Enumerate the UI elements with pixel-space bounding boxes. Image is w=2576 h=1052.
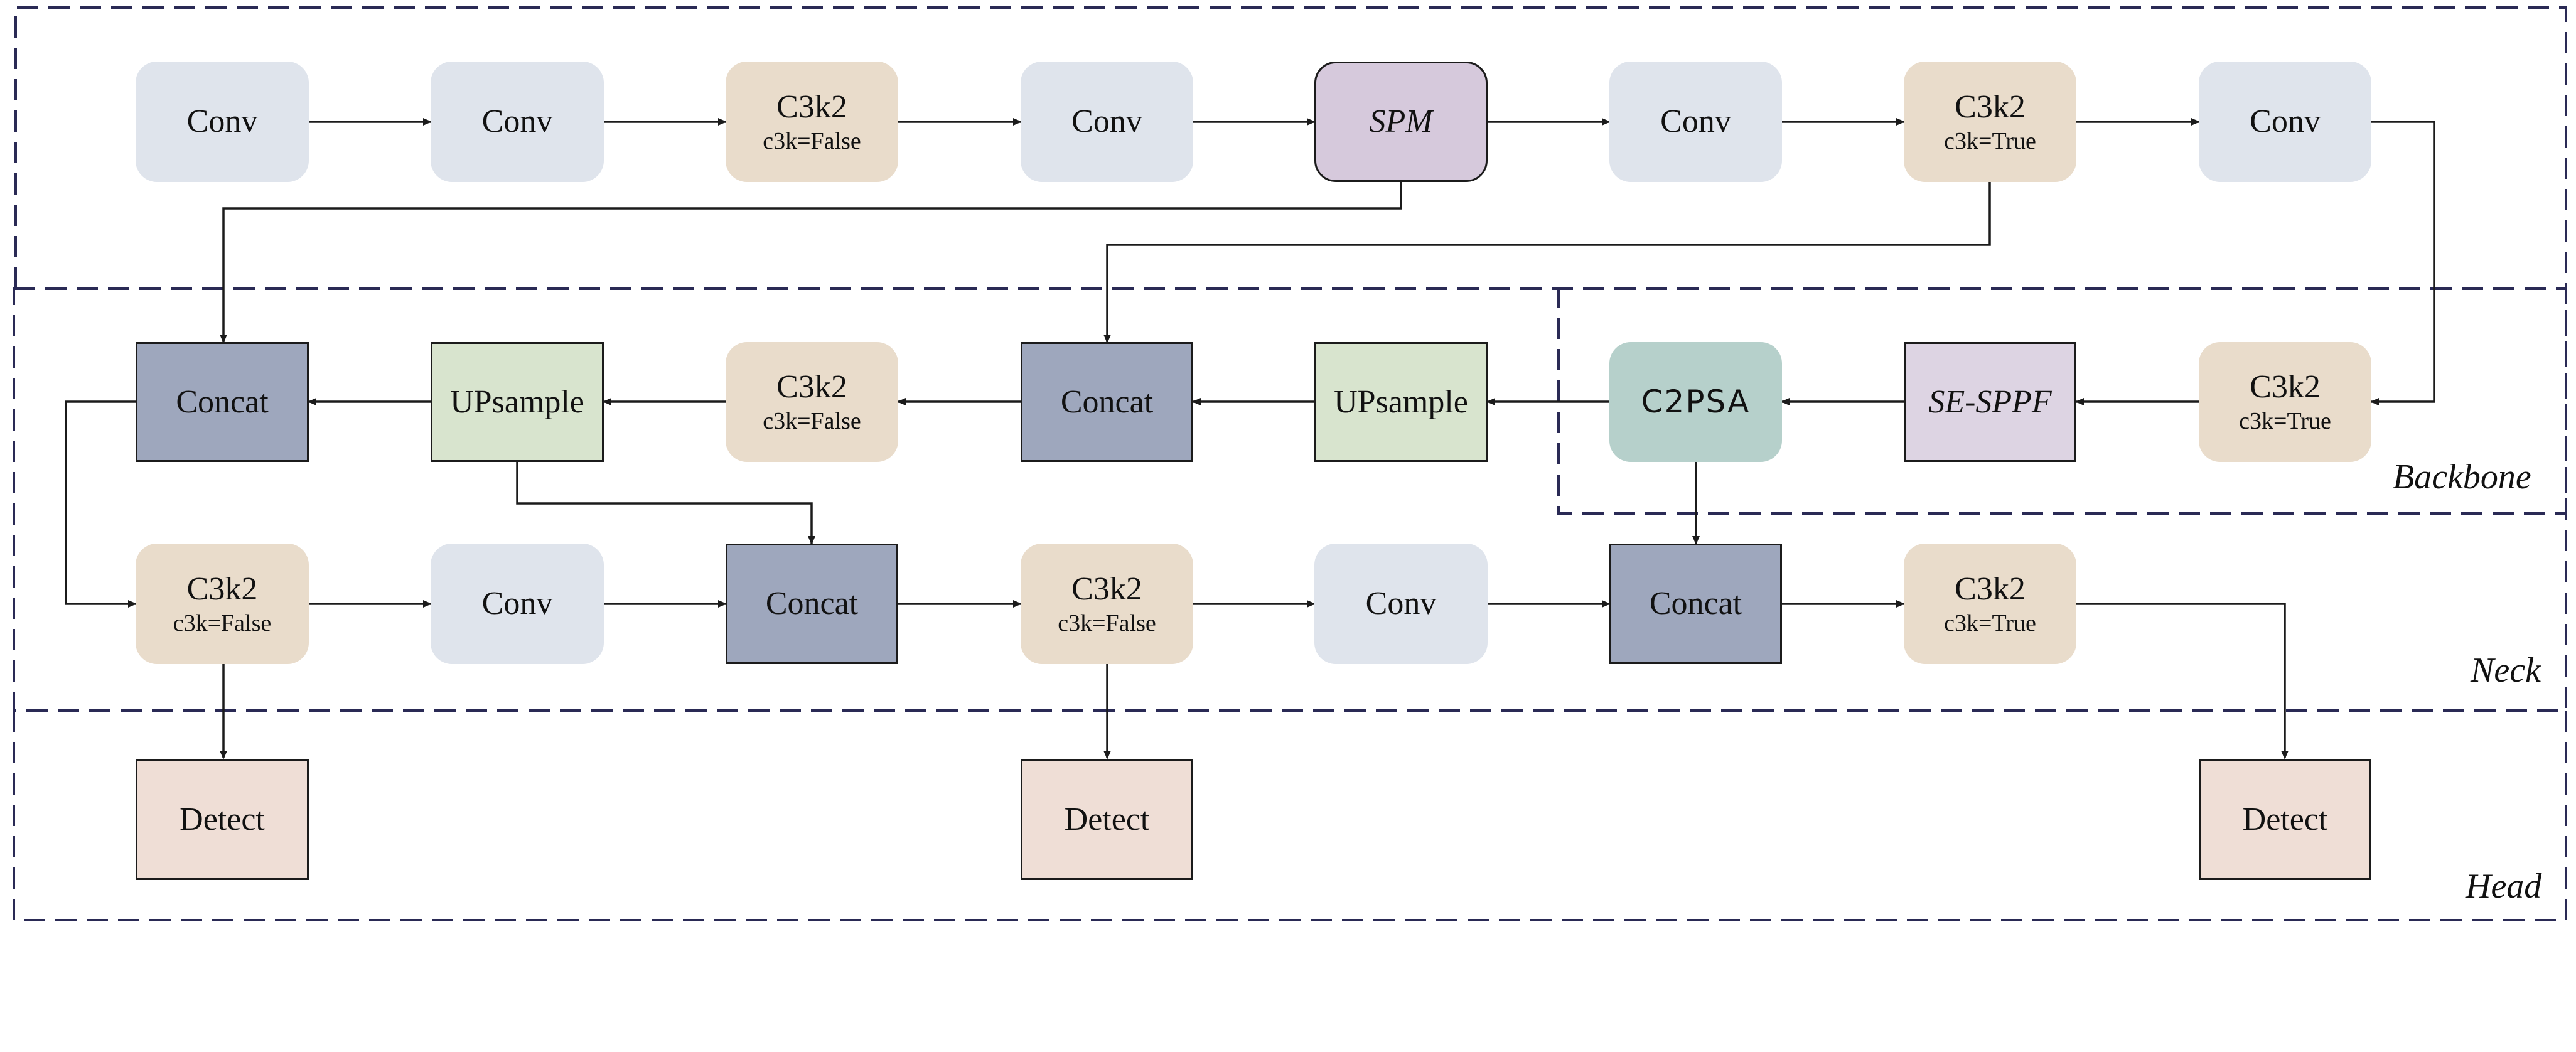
- node-label: Conv: [1365, 586, 1437, 622]
- node-label: C3k2: [1071, 571, 1142, 607]
- node-label: Concat: [1060, 384, 1154, 420]
- node-label: Conv: [481, 104, 553, 140]
- neck-concat-3: Concat: [726, 544, 898, 664]
- edge-spm-concat1: [220, 182, 1402, 343]
- node-label: Conv: [186, 104, 258, 140]
- node-sublabel: c3k=False: [763, 408, 861, 435]
- node-label: Concat: [176, 384, 269, 420]
- node-label: C3k2: [2250, 369, 2321, 405]
- edge-concat1-c3k2: [65, 400, 137, 608]
- node-sublabel: c3k=True: [2239, 408, 2331, 435]
- node-sublabel: c3k=False: [763, 127, 861, 154]
- edge-c3k2-detect3: [2076, 603, 2289, 759]
- backbone-c3k2-2: C3k2 c3k=True: [1904, 62, 2076, 182]
- node-label: C3k2: [776, 89, 847, 125]
- head-region-outline: [13, 711, 2567, 921]
- backbone-region-label: Backbone: [2393, 458, 2531, 496]
- node-sublabel: c3k=True: [1944, 609, 2036, 636]
- neck-concat-4: Concat: [1609, 544, 1782, 664]
- backbone-c2psa: C2PSA: [1609, 342, 1782, 462]
- backbone-conv-4: Conv: [1609, 62, 1782, 182]
- head-detect-3: Detect: [2199, 759, 2371, 880]
- node-label: SPM: [1369, 104, 1433, 140]
- backbone-c3k2-1: C3k2 c3k=False: [726, 62, 898, 182]
- node-label: Detect: [2242, 802, 2328, 838]
- node-label: Conv: [481, 586, 553, 622]
- node-label: Conv: [1071, 104, 1142, 140]
- node-label: Detect: [180, 802, 265, 838]
- backbone-conv-2: Conv: [431, 62, 604, 182]
- node-sublabel: c3k=False: [1058, 609, 1156, 636]
- backbone-region-outline: [14, 6, 2567, 515]
- neck-region-label: Neck: [2471, 651, 2541, 690]
- head-detect-1: Detect: [136, 759, 309, 880]
- node-label: Conv: [1660, 104, 1731, 140]
- node-label: C2PSA: [1641, 384, 1751, 420]
- neck-c3k2-1: C3k2 c3k=False: [726, 342, 898, 462]
- node-sublabel: c3k=True: [1944, 127, 2036, 154]
- neck-conv-2: Conv: [1314, 544, 1488, 664]
- backbone-se-sppf: SE-SPPF: [1904, 342, 2076, 462]
- neck-upsample-2: UPsample: [1314, 342, 1488, 462]
- node-label: UPsample: [1334, 384, 1468, 420]
- node-label: C3k2: [186, 571, 258, 607]
- node-sublabel: c3k=False: [173, 609, 272, 636]
- backbone-conv-5: Conv: [2199, 62, 2371, 182]
- node-label: C3k2: [776, 369, 847, 405]
- node-label: Concat: [765, 586, 859, 622]
- neck-c3k2-4: C3k2 c3k=True: [1904, 544, 2076, 664]
- head-detect-2: Detect: [1021, 759, 1193, 880]
- neck-conv-1: Conv: [431, 544, 604, 664]
- node-label: Detect: [1064, 802, 1150, 838]
- node-label: UPsample: [450, 384, 584, 420]
- backbone-conv-3: Conv: [1021, 62, 1193, 182]
- edge-c3k2-concat2: [1103, 182, 1991, 343]
- node-label: C3k2: [1955, 89, 2026, 125]
- neck-concat-2: Concat: [1021, 342, 1193, 462]
- head-region-label: Head: [2466, 867, 2542, 906]
- neck-region-outline: [13, 287, 2567, 712]
- backbone-c3k2-3: C3k2 c3k=True: [2199, 342, 2371, 462]
- edge-conv5-c3k2-right: [2370, 121, 2435, 405]
- backbone-spm: SPM: [1314, 62, 1488, 182]
- neck-upsample-1: UPsample: [431, 342, 604, 462]
- neck-c3k2-2: C3k2 c3k=False: [136, 544, 309, 664]
- node-label: C3k2: [1955, 571, 2026, 607]
- neck-c3k2-3: C3k2 c3k=False: [1021, 544, 1193, 664]
- node-label: Conv: [2250, 104, 2321, 140]
- node-label: Concat: [1649, 586, 1742, 622]
- backbone-conv-1: Conv: [136, 62, 309, 182]
- neck-concat-1: Concat: [136, 342, 309, 462]
- edge-upsample1-concat3: [516, 462, 815, 545]
- node-label: SE-SPPF: [1928, 384, 2052, 420]
